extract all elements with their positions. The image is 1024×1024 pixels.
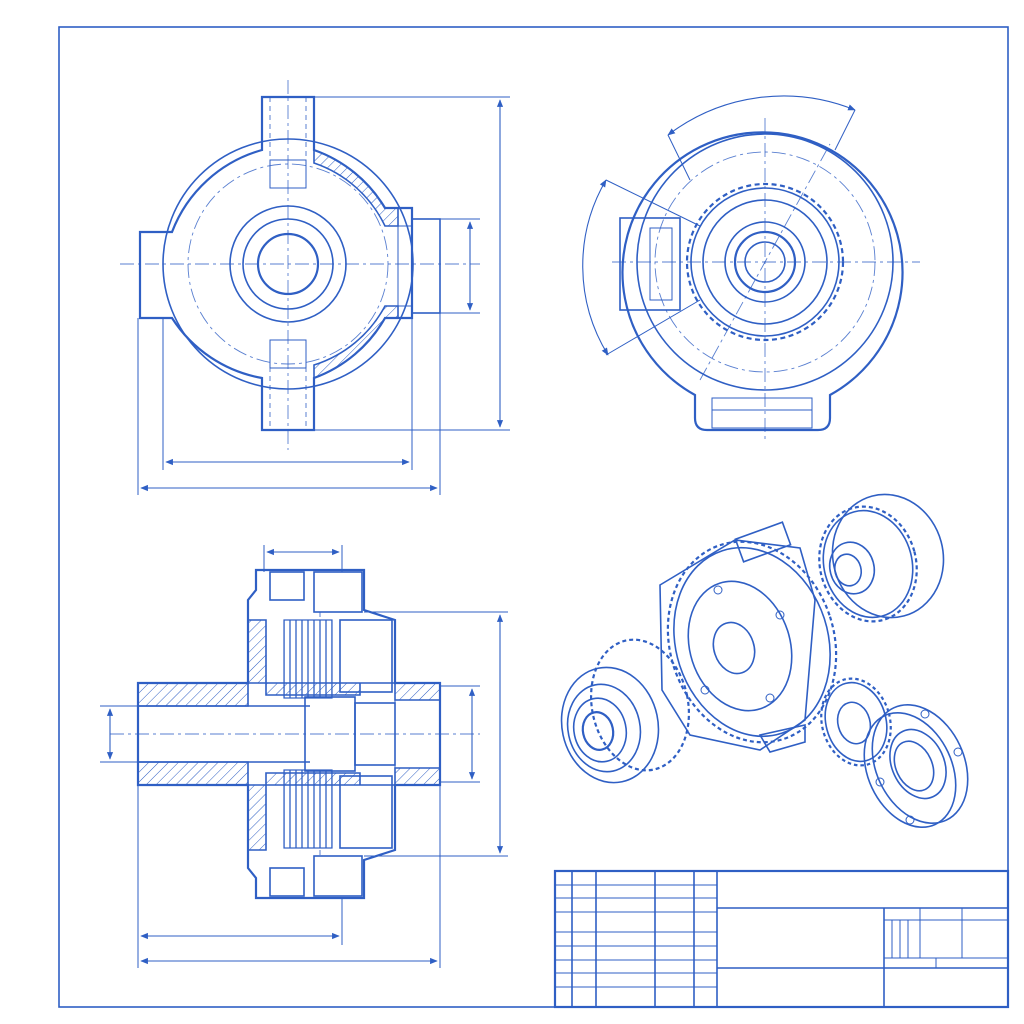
title-block [553, 869, 1010, 1009]
front-view [120, 80, 510, 495]
housing-gear [659, 521, 838, 753]
exploded-isometric-view [560, 493, 969, 829]
flange-plate [863, 704, 969, 829]
bearing-gear-left [560, 638, 691, 784]
section-view [100, 545, 508, 968]
small-gear-top [818, 493, 945, 623]
side-view-with-gear [582, 95, 920, 440]
drawing-border [58, 26, 1009, 1008]
